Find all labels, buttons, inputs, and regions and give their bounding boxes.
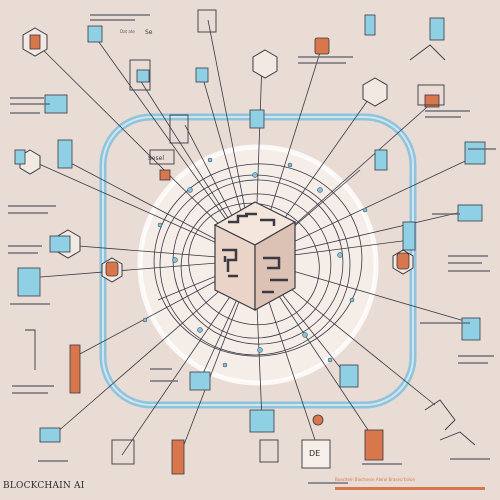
orange-caption-bar bbox=[335, 487, 485, 490]
orange-icons bbox=[29, 34, 440, 475]
top-mid-label: Dat ate bbox=[120, 29, 135, 34]
cube-sign-label: DE bbox=[309, 449, 321, 458]
caption-bars bbox=[8, 14, 496, 484]
diagram-title: BLOCKCHAIN AI bbox=[3, 481, 85, 491]
node-dots bbox=[142, 157, 368, 368]
bottom-orange-caption: Boaciteln Biochenin Alerol Brasecrtiolon bbox=[335, 477, 415, 482]
teal-icons bbox=[14, 14, 486, 443]
top-right-label: Se bbox=[145, 29, 153, 36]
line-icons bbox=[25, 9, 476, 469]
blockchain-cube bbox=[213, 201, 297, 312]
left-label: Sesel bbox=[148, 155, 164, 162]
